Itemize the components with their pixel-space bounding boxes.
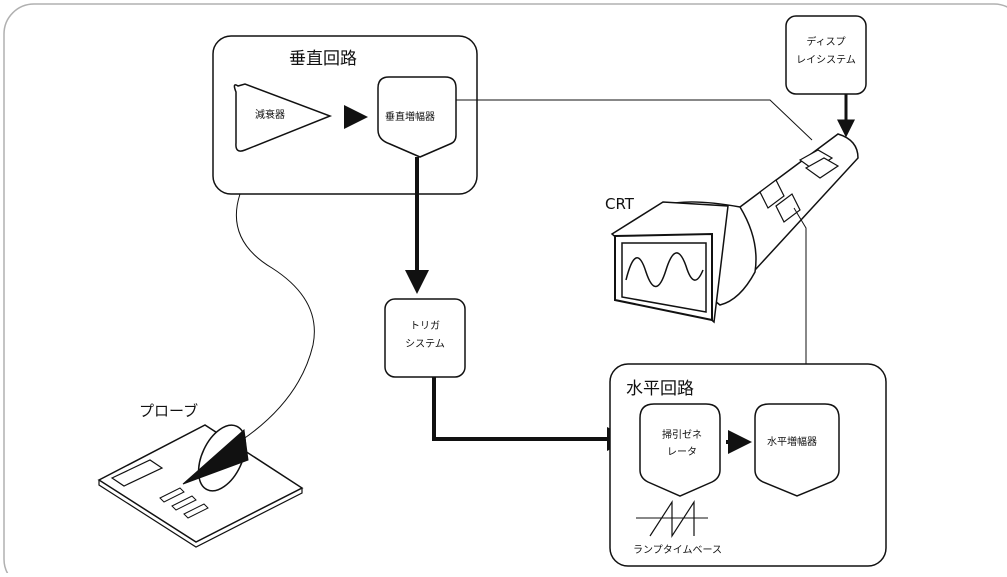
vertical-amplifier-label: 垂直増幅器 bbox=[385, 112, 435, 123]
crt-label: CRT bbox=[605, 195, 634, 213]
horizontal-amplifier-shape bbox=[754, 403, 840, 497]
ramp-timebase-label: ランプタイムベース bbox=[633, 545, 722, 556]
probe-icon bbox=[182, 424, 249, 492]
sweep-generator-label-line1: 掃引ゼネ bbox=[662, 430, 702, 441]
circuit-board bbox=[97, 424, 304, 548]
vertical-amplifier-shape bbox=[377, 76, 457, 158]
waveform-trace bbox=[625, 252, 704, 288]
vertical-circuit-title: 垂直回路 bbox=[289, 49, 357, 69]
attenuator-label: 減衰器 bbox=[255, 110, 285, 121]
trigger-to-sweep-arrow bbox=[432, 377, 631, 451]
sweep-generator-shape bbox=[639, 403, 721, 497]
ic-chip bbox=[110, 459, 164, 487]
attenuator-shape bbox=[233, 83, 333, 152]
horizontal-circuit-title: 水平回路 bbox=[626, 379, 694, 399]
display-system-box bbox=[785, 15, 867, 95]
sweep-generator-label-line2: レータ bbox=[667, 447, 697, 458]
display-system-label-line2: レイシステム bbox=[796, 55, 856, 66]
vertical-signal-line bbox=[456, 99, 813, 141]
horizontal-amplifier-label: 水平増幅器 bbox=[767, 437, 817, 448]
probe-cable bbox=[235, 193, 315, 441]
diagram-frame bbox=[3, 3, 1007, 577]
ramp-waveform-icon bbox=[636, 499, 708, 539]
trigger-system-box bbox=[384, 298, 466, 378]
trigger-system-label-line2: システム bbox=[405, 339, 445, 350]
crt-tube bbox=[610, 133, 859, 324]
horizontal-signal-line bbox=[793, 207, 807, 364]
trigger-system-label-line1: トリガ bbox=[410, 321, 440, 332]
probe-label: プローブ bbox=[139, 402, 199, 420]
display-system-label-line1: ディスプ bbox=[806, 37, 846, 48]
